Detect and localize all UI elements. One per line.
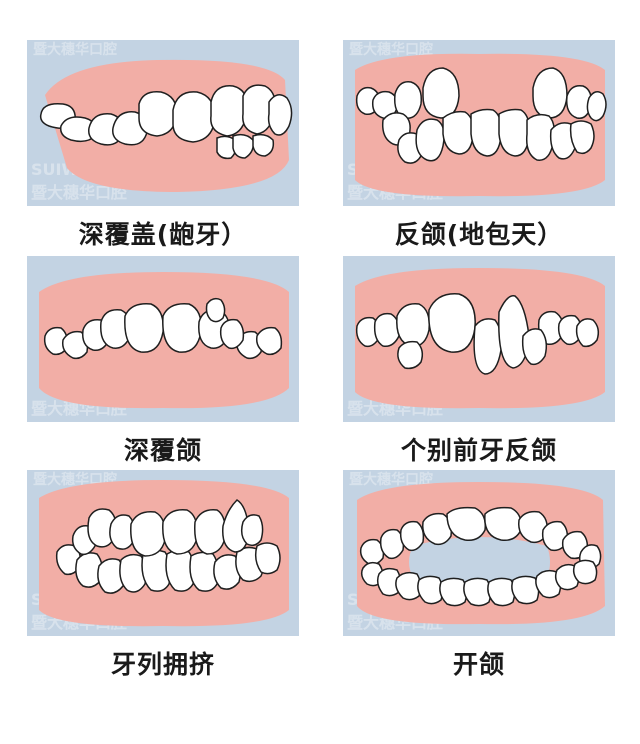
- upper-teeth: [359, 506, 602, 570]
- deep-overbite-illustration: 暨大穗华口腔: [27, 256, 299, 422]
- caption-deep-overbite: 深覆颌: [123, 436, 202, 465]
- panel-crowding: 暨大穗华口腔 SUIWAH 暨大穗华口腔: [27, 470, 299, 680]
- underbite-illustration: 暨大穗华口腔 SUIWAH 暨大穗华口腔: [343, 40, 615, 206]
- crowding-illustration: 暨大穗华口腔 SUIWAH 暨大穗华口腔: [27, 470, 299, 636]
- watermark-top: 暨大穗华口腔: [349, 471, 433, 488]
- panel-underbite: 暨大穗华口腔 SUIWAH 暨大穗华口腔: [343, 40, 615, 250]
- panel-anterior-crossbite: 暨大穗华口腔 个别前牙反颌: [343, 256, 615, 466]
- open-bite-gap: [409, 537, 550, 585]
- watermark-chinese: 暨大穗华口腔: [31, 183, 127, 202]
- caption-anterior-crossbite: 个别前牙反颌: [400, 436, 557, 465]
- upper-teeth: [39, 84, 293, 146]
- upper-teeth: [71, 499, 264, 557]
- lower-teeth: [397, 295, 548, 375]
- caption-deep-overjet: 深覆盖(龅牙）: [78, 220, 248, 249]
- lower-teeth: [381, 108, 595, 164]
- lower-teeth: [216, 133, 275, 160]
- anterior-crossbite-illustration: 暨大穗华口腔: [343, 256, 615, 422]
- upper-teeth: [81, 297, 245, 353]
- open-bite-illustration: 暨大穗华口腔 SUIWAH 暨大穗华口腔: [343, 470, 615, 636]
- watermark-top: 暨大穗华口腔: [349, 41, 433, 58]
- lower-teeth: [55, 542, 281, 594]
- deep-overjet-illustration: 暨大穗华口腔 SUIWAH 暨大穗华口腔: [27, 40, 299, 206]
- watermark-top: 暨大穗华口腔: [33, 41, 117, 58]
- caption-underbite: 反颌(地包天）: [394, 220, 564, 249]
- caption-crowding: 牙列拥挤: [110, 650, 215, 679]
- upper-teeth: [355, 293, 600, 353]
- upper-teeth: [355, 67, 607, 122]
- panel-deep-overjet: 暨大穗华口腔 SUIWAH 暨大穗华口腔 深覆盖(龅牙）: [27, 40, 299, 250]
- gum-shape: [39, 272, 289, 409]
- lower-teeth: [360, 559, 598, 607]
- caption-open-bite: 开颌: [452, 650, 505, 679]
- panel-open-bite: 暨大穗华口腔 SUIWAH 暨大穗华口腔: [343, 470, 615, 680]
- panel-deep-overbite: 暨大穗华口腔 深覆颌: [27, 256, 299, 466]
